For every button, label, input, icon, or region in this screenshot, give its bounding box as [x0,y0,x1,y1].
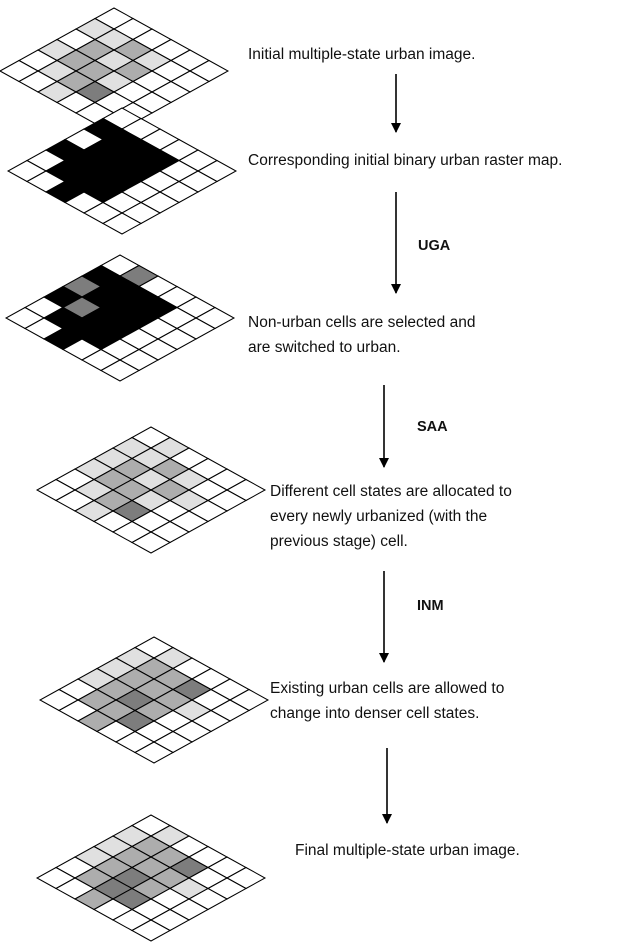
grid-cell [130,531,172,554]
stage-6-line-1: Final multiple-state urban image. [295,842,520,859]
grid-cell [133,741,175,764]
stage-3-line-2: are switched to urban. [248,339,401,356]
stage-3-line-1: Non-urban cells are selected and [248,314,476,331]
grid-cell [130,919,172,942]
grid-cell [99,359,141,382]
stage-5-label: Existing urban cells are allowed to chan… [270,676,504,726]
uga-label: UGA [418,238,451,254]
stage-5-line-1: Existing urban cells are allowed to [270,680,505,697]
inm-label: INM [417,598,444,614]
stage-3-grid [4,254,236,382]
stage-1-label: Initial multiple-state urban image. [248,42,475,67]
stage-2-grid [6,107,238,235]
stage-4-line-1: Different cell states are allocated to [270,483,512,500]
grid-cell [101,212,143,235]
saa-label: SAA [417,419,448,435]
stage-5-grid [38,636,270,764]
stage-2-label: Corresponding initial binary urban raste… [248,148,562,173]
stage-2-line-1: Corresponding initial binary urban raste… [248,152,563,169]
stage-4-grid [35,426,267,554]
stage-6-grid [35,814,267,942]
stage-3-label: Non-urban cells are selected and are swi… [248,310,475,360]
stage-4-line-2: every newly urbanized (with the [270,508,488,525]
stage-1-line-1: Initial multiple-state urban image. [248,46,476,63]
stage-4-line-3: previous stage) cell. [270,533,408,550]
stage-5-line-2: change into denser cell states. [270,705,480,722]
stage-6-label: Final multiple-state urban image. [295,838,520,863]
stage-4-label: Different cell states are allocated to e… [270,479,512,554]
